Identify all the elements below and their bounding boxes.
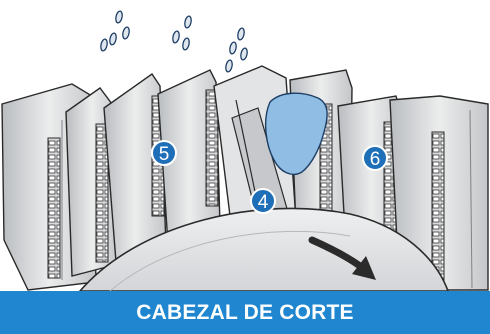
svg-text:4: 4 <box>258 192 269 213</box>
blade-4 <box>157 69 221 245</box>
marker-5: 5 <box>151 140 177 166</box>
blade-2 <box>65 87 119 277</box>
banner-title: CABEZAL DE CORTE <box>136 300 354 324</box>
rotation-arrow-icon <box>308 236 376 280</box>
marker-4: 4 <box>250 188 276 214</box>
title-banner: CABEZAL DE CORTE <box>0 291 490 334</box>
svg-text:6: 6 <box>370 149 381 170</box>
falling-product-pieces <box>100 10 248 73</box>
blade-8 <box>389 95 489 291</box>
svg-text:5: 5 <box>159 144 170 165</box>
product-slice <box>264 92 328 176</box>
marker-6: 6 <box>362 145 388 171</box>
blade-3 <box>103 73 167 263</box>
